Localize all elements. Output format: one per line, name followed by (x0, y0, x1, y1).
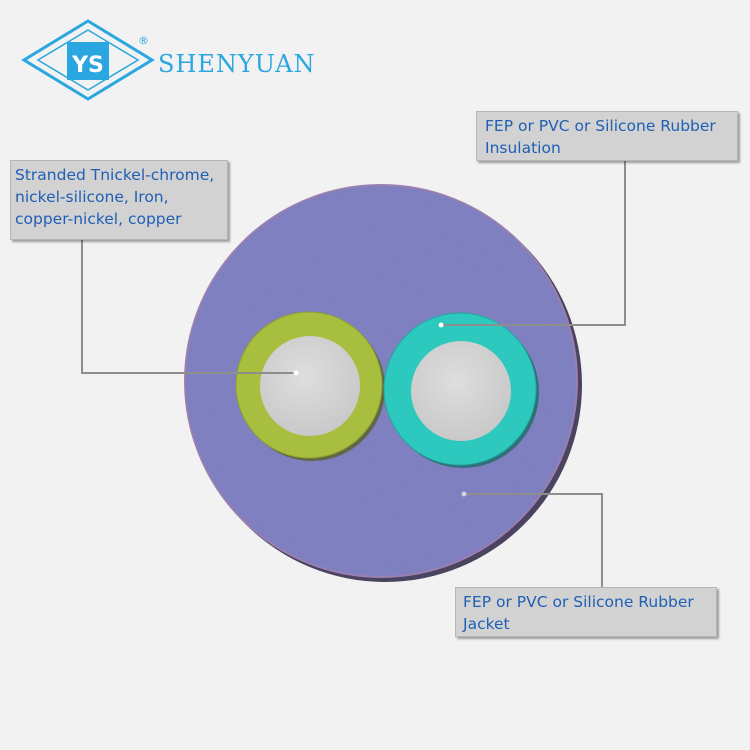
left-conductor (260, 336, 360, 436)
leader-line-jacket (464, 493, 603, 587)
pointer-dot-conductor (293, 370, 299, 376)
pointer-dot-insulation (438, 322, 444, 328)
jacket-material-label: FEP or PVC or Silicone Rubber Jacket (455, 587, 717, 637)
jacket-label-line-1: FEP or PVC or Silicone Rubber (463, 593, 694, 611)
logo-diamond-inner (36, 29, 140, 91)
logo-letters: YS (71, 53, 104, 78)
brand-name: SHENYUAN (158, 50, 316, 78)
insulation-material-label: FEP or PVC or Silicone Rubber Insulation (476, 111, 738, 161)
conductor-label-line-2: nickel-silicone, Iron, (15, 188, 169, 206)
insulation-label-line-1: FEP or PVC or Silicone Rubber (485, 117, 716, 135)
logo-block (67, 42, 109, 80)
leader-lines (81, 161, 626, 587)
pointer-dot-jacket (461, 491, 467, 497)
conductor-label-line-1: Stranded Tnickel-chrome, (15, 166, 215, 184)
leader-line-insulation (441, 161, 626, 326)
registered-mark: ® (138, 34, 149, 47)
conductor-label-line-3: copper-nickel, copper (15, 210, 182, 228)
insulation-label-line-2: Insulation (485, 139, 561, 157)
brand-logo: YS ® (21, 19, 155, 101)
jacket-label-line-2: Jacket (463, 615, 510, 633)
leader-line-conductor (81, 240, 296, 374)
right-conductor (411, 341, 511, 441)
conductor-material-label: Stranded Tnickel-chrome, nickel-silicone… (10, 160, 228, 240)
logo-diamond-outer (21, 19, 155, 101)
